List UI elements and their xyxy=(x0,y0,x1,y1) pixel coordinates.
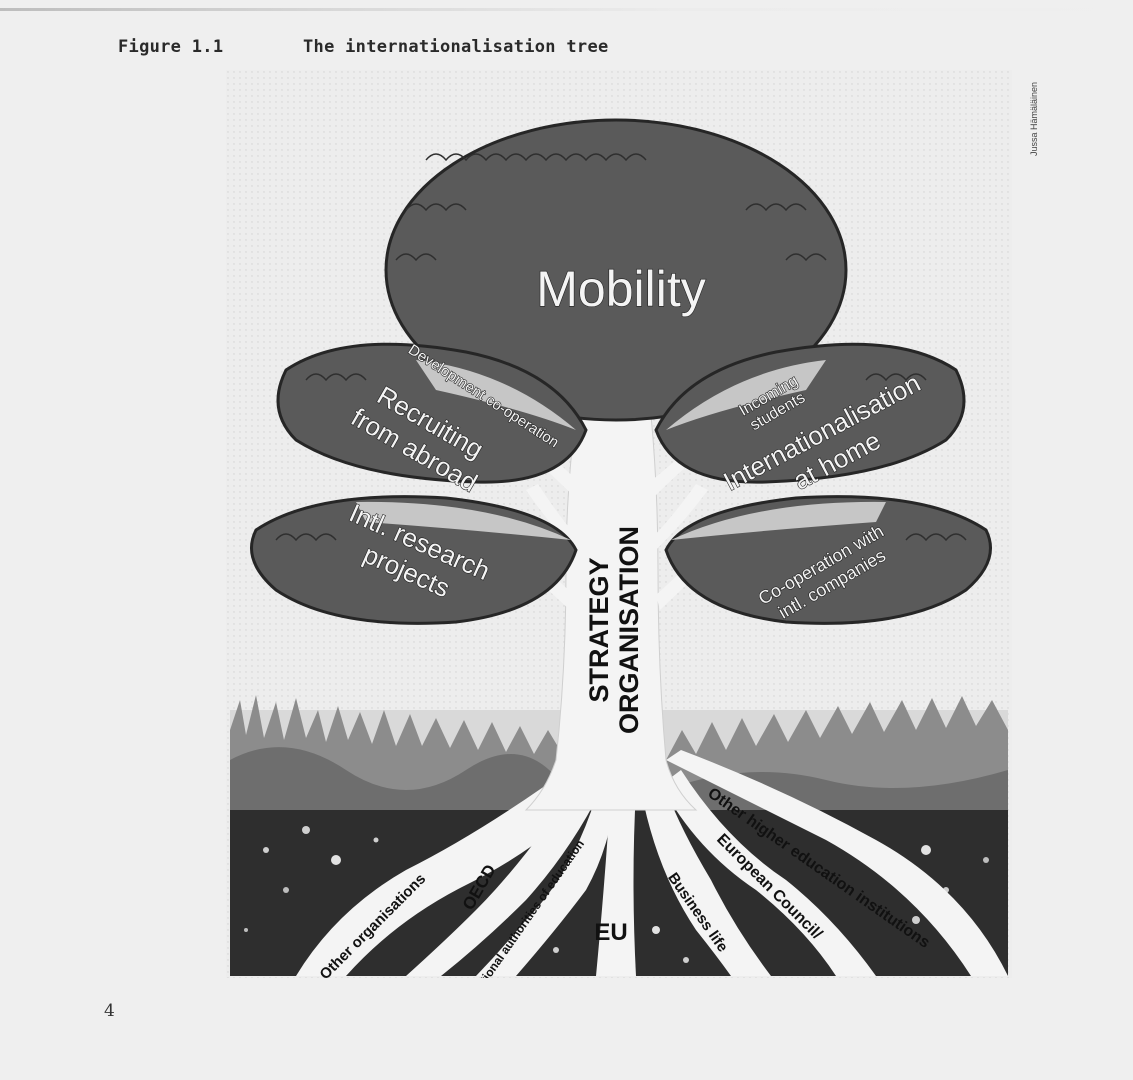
trunk-label-group: STRATEGY ORGANISATION xyxy=(584,526,644,734)
trunk-label-strategy: STRATEGY xyxy=(584,557,614,702)
page-number: 4 xyxy=(104,1001,115,1021)
photo-credit-text: Jussa Hämäläinen xyxy=(1029,81,1039,157)
root-label-eu: EU xyxy=(594,919,627,946)
figure-title: The internationalisation tree xyxy=(303,37,609,57)
crown-label: Mobility xyxy=(536,261,705,317)
scan-edge-line xyxy=(0,8,1133,11)
foliage xyxy=(250,118,992,625)
roots xyxy=(296,750,1008,976)
internationalisation-tree-illustration: Mobility Development co-operation Recrui… xyxy=(226,70,1012,978)
photo-credit: Jussa Hämäläinen xyxy=(1027,74,1041,164)
trunk-label-organisation: ORGANISATION xyxy=(614,526,644,734)
figure-number: Figure 1.1 xyxy=(118,37,224,57)
